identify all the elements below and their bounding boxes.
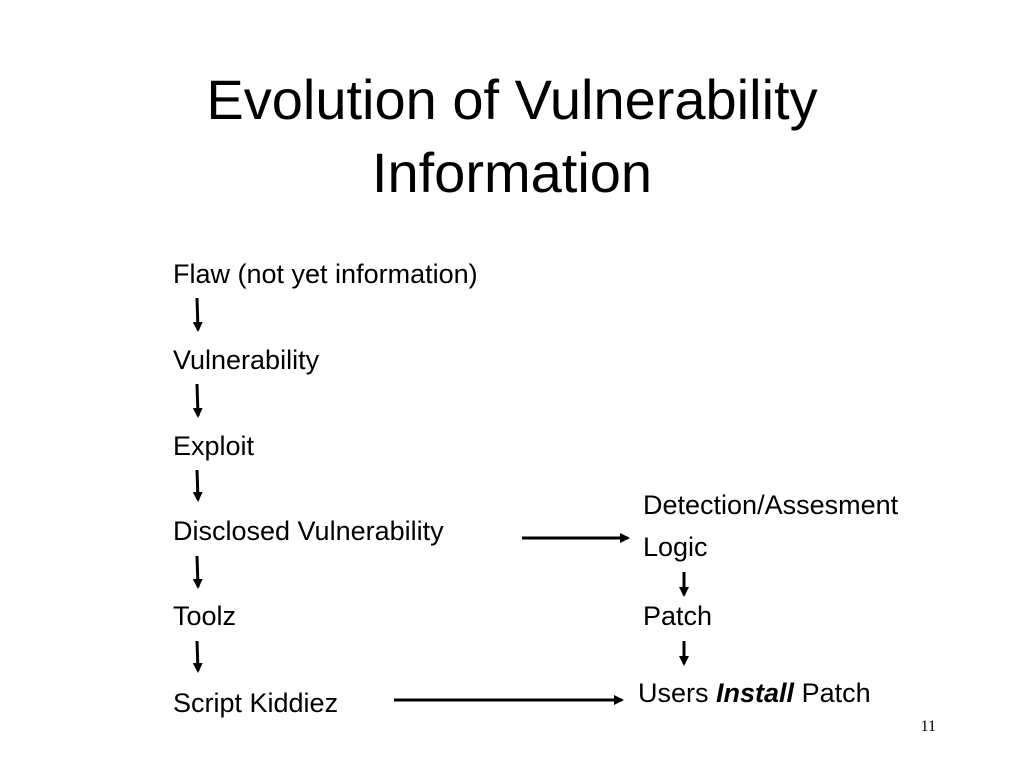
node-script-kiddiez: Script Kiddiez [173, 688, 339, 718]
page-number: 11 [920, 718, 936, 735]
arrow-exploit-to-disclosed [192, 469, 203, 502]
install-emphasis: Install [716, 678, 795, 708]
node-detection-assessment: Detection/Assesment [643, 490, 899, 520]
node-users-install-patch: Users Install Patch [638, 677, 871, 709]
arrow-toolz-to-script-kiddiez [192, 640, 203, 673]
node-logic: Logic [643, 532, 708, 562]
install-prefix: Users [638, 678, 709, 708]
install-suffix: Patch [801, 678, 871, 708]
arrow-flaw-to-vulnerability [192, 297, 203, 332]
node-disclosed-vulnerability: Disclosed Vulnerability [173, 516, 444, 546]
node-exploit: Exploit [173, 431, 255, 461]
node-toolz: Toolz [173, 601, 237, 631]
arrow-disclosed-to-toolz [192, 555, 203, 589]
slide-title-line-1: Evolution of Vulnerability [206, 68, 818, 131]
node-vulnerability: Vulnerability [173, 345, 320, 375]
arrow-vulnerability-to-exploit [192, 383, 203, 418]
node-flaw: Flaw (not yet information) [173, 259, 478, 289]
node-patch: Patch [643, 601, 713, 631]
slide-title-line-2: Information [371, 141, 653, 204]
